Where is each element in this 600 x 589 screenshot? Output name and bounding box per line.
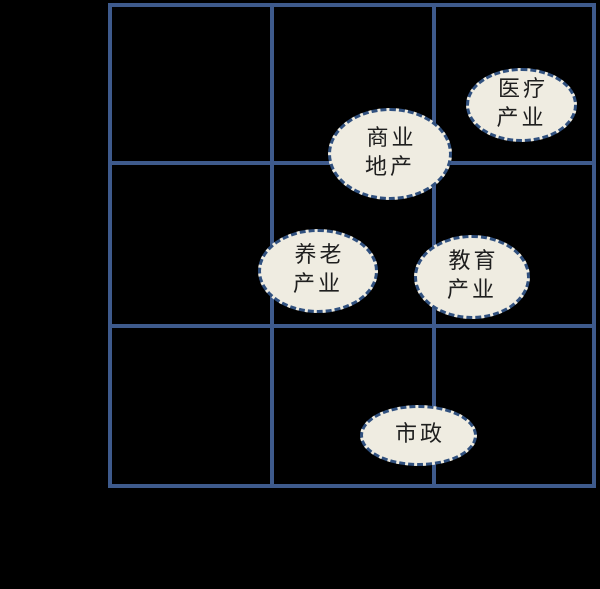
bubble-municipal: 市政 [360, 405, 477, 466]
bubble-commercial-real-estate-label: 商业 地产 [364, 126, 417, 180]
bubble-education-industry: 教育 产业 [414, 235, 530, 319]
grid-outer-border [108, 3, 596, 488]
bubble-education-industry-label: 教育 产业 [446, 249, 499, 303]
bubble-commercial-real-estate: 商业 地产 [328, 108, 452, 200]
bubble-elderly-care-industry-label: 养老 产业 [292, 243, 345, 297]
bubble-municipal-label: 市政 [394, 422, 445, 448]
bubble-medical-industry-label: 医疗 产业 [496, 77, 548, 131]
bubble-medical-industry: 医疗 产业 [466, 68, 577, 142]
bubble-elderly-care-industry: 养老 产业 [258, 229, 378, 313]
